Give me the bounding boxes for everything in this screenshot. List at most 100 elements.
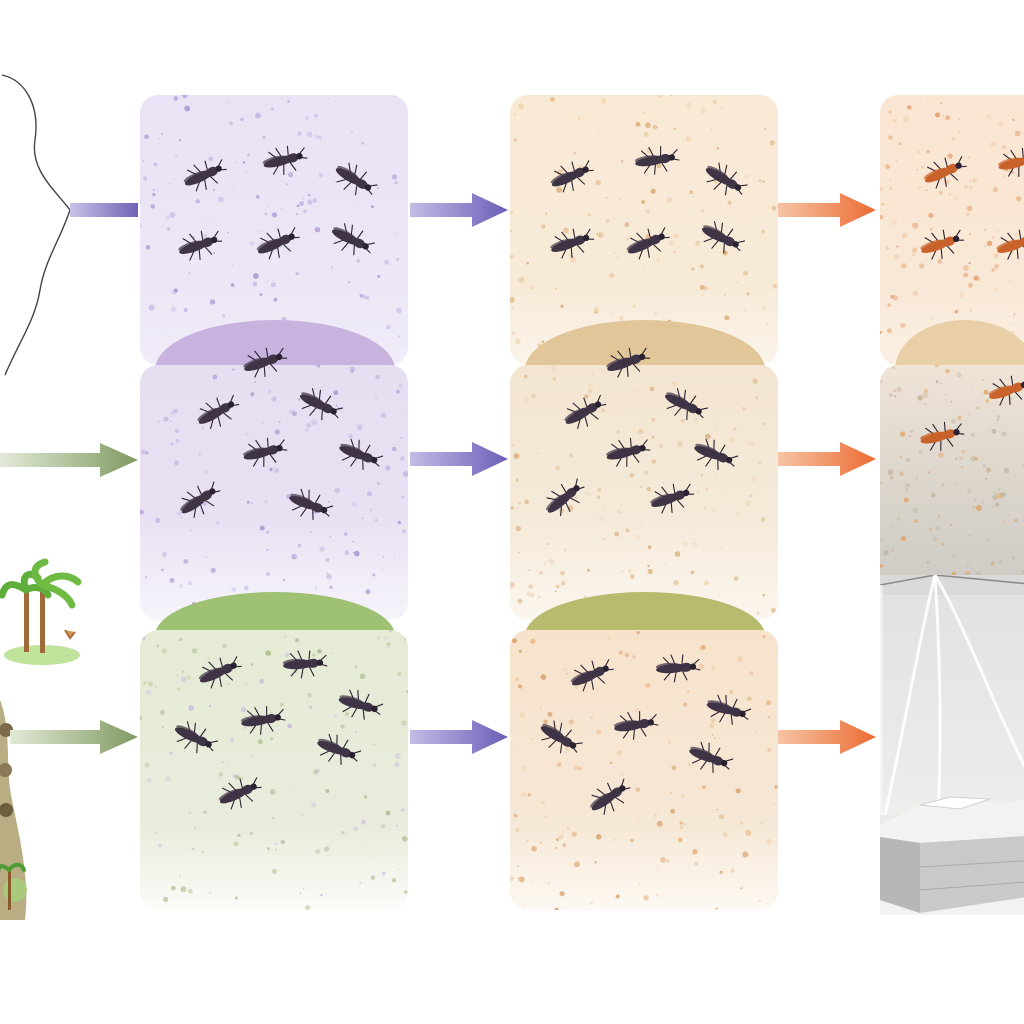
speckle-dot xyxy=(946,492,948,494)
speckle-dot xyxy=(524,397,530,403)
speckle-dot xyxy=(991,506,994,509)
speckle-dot xyxy=(266,548,269,552)
speckle-dot xyxy=(297,131,302,136)
speckle-dot xyxy=(400,409,403,412)
speckle-dot xyxy=(889,179,892,182)
speckle-dot xyxy=(221,761,225,764)
speckle-dot xyxy=(957,415,962,420)
speckle-dot xyxy=(888,135,893,140)
speckle-dot xyxy=(761,230,765,234)
speckle-dot xyxy=(1021,463,1024,469)
speckle-dot xyxy=(526,261,529,265)
speckle-dot xyxy=(907,484,911,487)
speckle-dot xyxy=(903,116,910,123)
speckle-dot xyxy=(530,737,534,741)
speckle-dot xyxy=(397,671,402,676)
speckle-dot xyxy=(511,331,516,336)
speckle-dot xyxy=(147,778,152,783)
speckle-dot xyxy=(626,237,629,240)
speckle-dot xyxy=(762,180,765,183)
speckle-dot xyxy=(244,585,249,591)
speckle-dot xyxy=(658,443,664,448)
speckle-dot xyxy=(740,887,743,890)
speckle-dot xyxy=(172,408,178,414)
speckle-dot xyxy=(539,841,543,844)
speckle-dot xyxy=(274,842,277,845)
speckle-dot xyxy=(517,551,520,554)
speckle-dot xyxy=(630,574,635,579)
speckle-dot xyxy=(888,110,892,114)
speckle-dot xyxy=(360,847,362,849)
speckle-dot xyxy=(180,516,183,519)
speckle-dot xyxy=(233,188,236,191)
speckle-dot xyxy=(235,161,238,164)
speckle-dot xyxy=(997,487,1002,491)
speckle-dot xyxy=(926,97,929,100)
speckle-dot xyxy=(244,682,248,686)
speckle-dot xyxy=(617,510,621,514)
speckle-dot xyxy=(140,715,143,721)
speckle-dot xyxy=(234,896,238,900)
speckle-dot xyxy=(593,307,599,313)
speckle-dot xyxy=(173,288,178,293)
speckle-dot xyxy=(887,303,891,307)
speckle-dot xyxy=(170,306,177,312)
speckle-dot xyxy=(701,209,704,212)
speckle-dot xyxy=(755,396,759,399)
speckle-dot xyxy=(252,281,258,287)
speckle-dot xyxy=(284,635,287,638)
insect-icon xyxy=(218,777,262,810)
speckle-dot xyxy=(949,193,951,196)
speckle-dot xyxy=(772,283,778,289)
speckle-dot xyxy=(259,525,265,531)
speckle-dot xyxy=(968,282,974,288)
speckle-dot xyxy=(564,751,567,754)
speckle-dot xyxy=(142,160,145,163)
speckle-dot xyxy=(673,127,676,130)
speckle-dot xyxy=(573,861,580,868)
speckle-dot xyxy=(910,430,913,433)
speckle-dot xyxy=(259,678,265,684)
speckle-dot xyxy=(984,244,987,248)
speckle-dot xyxy=(612,381,615,384)
speckle-dot xyxy=(727,200,732,205)
speckle-dot xyxy=(1012,118,1015,121)
speckle-dot xyxy=(598,516,604,522)
speckle-dot xyxy=(340,724,345,729)
speckle-dot xyxy=(280,207,283,210)
insect-icon xyxy=(289,488,334,520)
speckle-dot xyxy=(350,366,356,372)
speckle-dot xyxy=(141,413,143,416)
speckle-dot xyxy=(526,591,532,597)
speckle-dot xyxy=(976,505,982,511)
speckle-dot xyxy=(255,112,261,119)
speckle-dot xyxy=(917,150,921,154)
speckle-dot xyxy=(519,712,526,719)
speckle-dot xyxy=(517,865,520,868)
speckle-dot xyxy=(603,506,606,508)
speckle-dot xyxy=(713,388,716,391)
speckle-dot xyxy=(719,870,723,874)
speckle-dot xyxy=(715,423,717,426)
speckle-dot xyxy=(669,240,674,246)
speckle-dot xyxy=(724,315,730,321)
speckle-dot xyxy=(643,391,646,394)
speckle-dot xyxy=(250,502,253,505)
speckle-dot xyxy=(993,286,999,293)
speckle-dot xyxy=(605,196,608,199)
speckle-dot xyxy=(397,520,402,525)
speckle-dot xyxy=(398,335,401,338)
speckle-dot xyxy=(940,102,943,105)
speckle-dot xyxy=(588,383,593,388)
speckle-dot xyxy=(174,428,180,434)
speckle-dot xyxy=(941,483,945,487)
speckle-dot xyxy=(328,500,330,503)
speckle-dot xyxy=(643,895,649,901)
speckle-dot xyxy=(212,374,218,380)
speckle-dot xyxy=(596,729,602,735)
speckle-dot xyxy=(686,102,691,108)
speckle-dot xyxy=(769,140,775,146)
speckle-dot xyxy=(160,132,163,135)
speckle-dot xyxy=(938,514,941,517)
